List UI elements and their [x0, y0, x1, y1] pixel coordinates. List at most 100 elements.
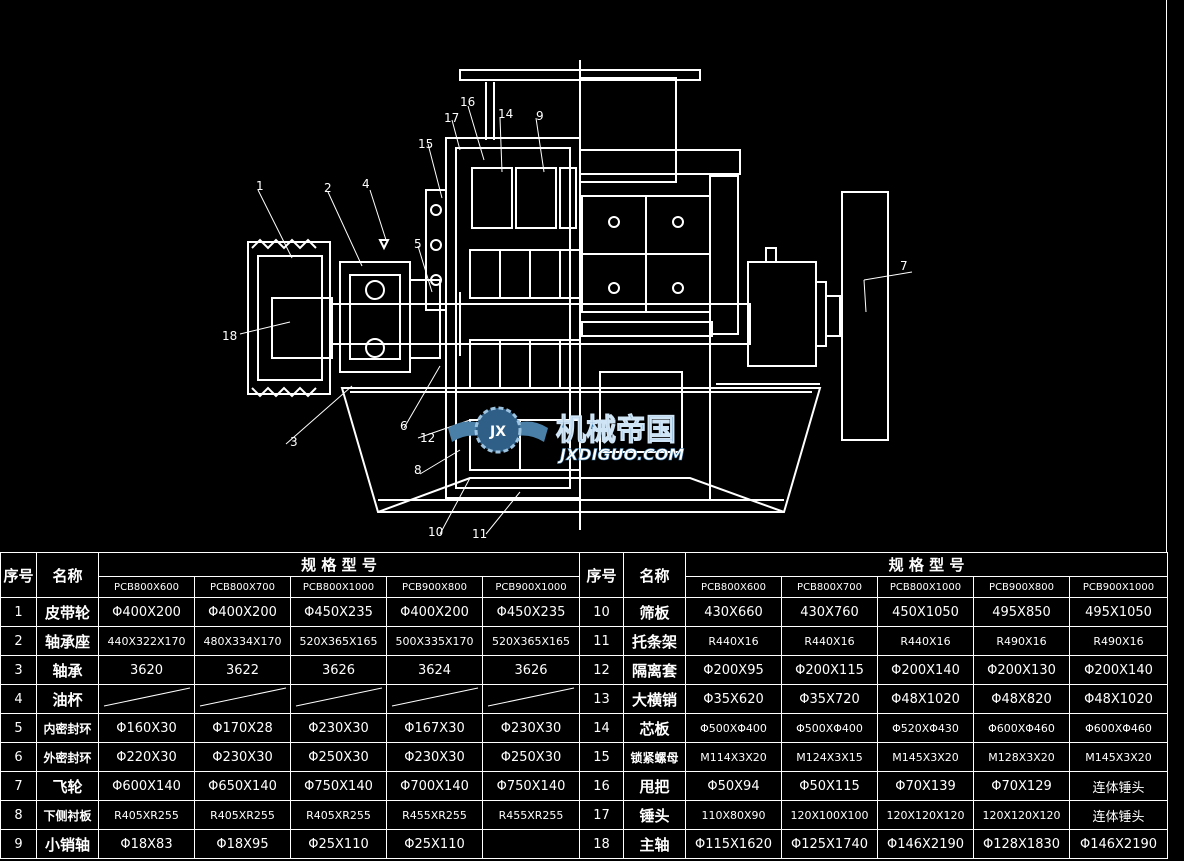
spec-value: 520X365X165 [482, 626, 580, 656]
spec-value: 495X1050 [1069, 597, 1168, 627]
seq-header: 序号 [579, 552, 624, 598]
model-header: PCB800X1000 [290, 576, 387, 598]
spec-value: Φ200X140 [1069, 655, 1168, 685]
spec-value: Φ520XΦ430 [877, 713, 974, 743]
spec-value: Φ230X30 [482, 713, 580, 743]
model-header: PCB800X700 [194, 576, 291, 598]
spec-value: M114X3X20 [685, 742, 782, 772]
part-name: 下侧衬板 [36, 800, 99, 830]
spec-value: R455XR255 [386, 800, 483, 830]
spec-value: Φ125X1740 [781, 829, 878, 859]
spec-value: M128X3X20 [973, 742, 1070, 772]
gear-icon [474, 406, 522, 454]
spec-value [482, 829, 580, 859]
spec-value: Φ750X140 [290, 771, 387, 801]
row-number: 11 [579, 626, 624, 656]
spec-value: 480X334X170 [194, 626, 291, 656]
spec-value: 495X850 [973, 597, 1070, 627]
part-label: 7 [900, 259, 908, 273]
spec-value: 连体锤头 [1069, 771, 1168, 801]
part-label: 6 [400, 419, 408, 433]
spec-value [482, 684, 580, 714]
spec-value: Φ48X820 [973, 684, 1070, 714]
part-name: 飞轮 [36, 771, 99, 801]
spec-value: Φ220X30 [98, 742, 195, 772]
spec-value: Φ500XΦ400 [781, 713, 878, 743]
blank-slash [199, 687, 286, 707]
spec-value: Φ35X720 [781, 684, 878, 714]
part-name: 筛板 [623, 597, 686, 627]
watermark-url: JXDIGUO.COM [557, 445, 684, 464]
part-name: 内密封环 [36, 713, 99, 743]
part-label: 17 [444, 111, 459, 125]
part-name: 锁紧螺母 [623, 742, 686, 772]
spec-value: Φ128X1830 [973, 829, 1070, 859]
spec-value: Φ146X2190 [1069, 829, 1168, 859]
spec-header: 规 格 型 号 [98, 552, 580, 577]
leader-lines [239, 105, 913, 535]
row-number: 10 [579, 597, 624, 627]
spec-value: Φ25X110 [290, 829, 387, 859]
blank-slash [103, 687, 190, 707]
spec-value: Φ200X95 [685, 655, 782, 685]
part-label: 8 [414, 463, 422, 477]
spec-value: 430X760 [781, 597, 878, 627]
row-number: 13 [579, 684, 624, 714]
spec-value: Φ750X140 [482, 771, 580, 801]
row-number: 9 [0, 829, 37, 859]
spec-value: Φ146X2190 [877, 829, 974, 859]
spec-value [386, 684, 483, 714]
row-number: 1 [0, 597, 37, 627]
model-header: PCB800X700 [781, 576, 878, 598]
row-number: 17 [579, 800, 624, 830]
spec-value: Φ600XΦ460 [1069, 713, 1168, 743]
spec-value: 120X120X120 [973, 800, 1070, 830]
part-label: 9 [536, 109, 544, 123]
spec-value: Φ200X140 [877, 655, 974, 685]
spec-value: R405XR255 [290, 800, 387, 830]
row-number: 6 [0, 742, 37, 772]
spec-value: Φ170X28 [194, 713, 291, 743]
table-header-row: 序号 名称 规 格 型 号 序号 名称 规 格 型 号 [0, 552, 1168, 598]
row-number: 3 [0, 655, 37, 685]
part-label: 2 [324, 181, 332, 195]
spec-value: Φ250X30 [482, 742, 580, 772]
model-header: PCB900X1000 [482, 576, 580, 598]
spec-value: 3620 [98, 655, 195, 685]
spec-value: Φ48X1020 [1069, 684, 1168, 714]
spec-value: 110X80X90 [685, 800, 782, 830]
spec-value: 3626 [482, 655, 580, 685]
blank-slash [391, 687, 478, 707]
name-header: 名称 [36, 552, 99, 598]
row-number: 16 [579, 771, 624, 801]
spec-value: Φ50X115 [781, 771, 878, 801]
spec-value: 3622 [194, 655, 291, 685]
spec-value: Φ650X140 [194, 771, 291, 801]
row-number: 12 [579, 655, 624, 685]
spec-table: 序号 名称 规 格 型 号 序号 名称 规 格 型 号 PCB800X600 P… [0, 552, 1168, 859]
name-header: 名称 [623, 552, 686, 598]
part-name: 轴承 [36, 655, 99, 685]
spec-value: Φ600X140 [98, 771, 195, 801]
part-label: 15 [418, 137, 433, 151]
model-header: PCB800X600 [98, 576, 195, 598]
row-number: 15 [579, 742, 624, 772]
part-name: 大横销 [623, 684, 686, 714]
seq-header: 序号 [0, 552, 37, 598]
spec-value: M124X3X15 [781, 742, 878, 772]
spec-value: Φ48X1020 [877, 684, 974, 714]
model-header: PCB800X1000 [877, 576, 974, 598]
watermark: JX 机械帝国 JXDIGUO.COM [448, 406, 685, 464]
spec-value: 440X322X170 [98, 626, 195, 656]
spec-value: 120X100X100 [781, 800, 878, 830]
row-number: 2 [0, 626, 37, 656]
watermark-logo-text: JX [489, 424, 506, 440]
spec-value: Φ200X115 [781, 655, 878, 685]
spec-value: 120X120X120 [877, 800, 974, 830]
spec-value: Φ230X30 [290, 713, 387, 743]
